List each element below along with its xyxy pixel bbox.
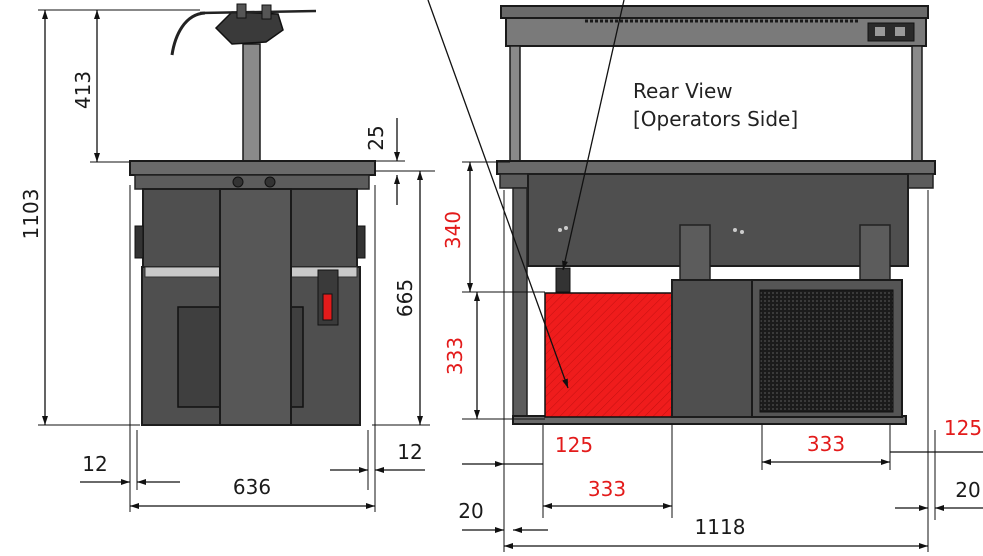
tower-pillar: [242, 43, 261, 167]
dim-body-height: 665: [393, 279, 417, 317]
dim-edge-right: 20: [955, 478, 980, 502]
dim-width: 636: [233, 475, 271, 499]
lamp-head: [214, 11, 284, 45]
condenser-grille: [759, 289, 894, 413]
side-view-dimensions: 1103 413 25 665 12 12 636: [19, 9, 435, 512]
rivet: [740, 230, 744, 234]
dim-fridge-offset: 125: [944, 416, 982, 440]
dim-fridge-width: 333: [807, 432, 845, 456]
rivet: [733, 228, 737, 232]
knob-1: [232, 176, 244, 188]
top-deck: [129, 160, 376, 176]
dim-tank-height: 333: [443, 337, 467, 375]
red-water-tank: [544, 292, 673, 418]
dim-total-height: 1103: [19, 189, 43, 240]
dim-offset-right: 12: [397, 440, 422, 464]
corner-left: [499, 173, 531, 189]
middle-panel: [671, 279, 753, 418]
top-rail: [134, 174, 370, 190]
cable-clamp-2: [261, 4, 272, 20]
dim-tank-offset: 125: [555, 433, 593, 457]
rear-view: [496, 5, 936, 425]
right-bracket: [356, 225, 366, 259]
pointer-line-valve: [562, 0, 625, 271]
side-view: [129, 3, 376, 426]
dim-top-thickness: 25: [364, 125, 388, 150]
switch-2: [895, 27, 905, 36]
left-post: [509, 45, 521, 167]
gantry-lamp-box: [505, 17, 927, 47]
control-panel: [867, 22, 915, 42]
gantry-top: [500, 5, 929, 19]
dim-offset-left: 12: [82, 452, 107, 476]
tank-valve: [555, 267, 571, 293]
rear-top-surface: [496, 160, 936, 175]
view-label-line2: [Operators Side]: [633, 107, 798, 131]
dim-tower-height: 413: [71, 71, 95, 109]
rivet: [558, 228, 562, 232]
dim-overall-width: 1118: [695, 515, 746, 539]
right-post: [911, 45, 923, 167]
view-label-line1: Rear View: [633, 79, 733, 103]
rivet: [564, 226, 568, 230]
switch-1: [875, 27, 885, 36]
dim-well-depth: 340: [441, 211, 465, 249]
dim-edge-left: 20: [458, 499, 483, 523]
left-bracket: [134, 225, 144, 259]
cable-clamp: [236, 3, 247, 19]
power-cable: [170, 11, 206, 56]
knob-2: [264, 176, 276, 188]
cable-line: [199, 9, 317, 15]
left-leg: [512, 187, 528, 422]
pointer-line-tank: [427, 0, 569, 389]
central-column: [219, 188, 292, 426]
rear-view-dimensions: 340 333 125 333 333 125 20 20: [441, 161, 983, 552]
dim-tank-width: 333: [588, 477, 626, 501]
tap-valve: [322, 293, 333, 321]
well-body: [527, 173, 909, 267]
